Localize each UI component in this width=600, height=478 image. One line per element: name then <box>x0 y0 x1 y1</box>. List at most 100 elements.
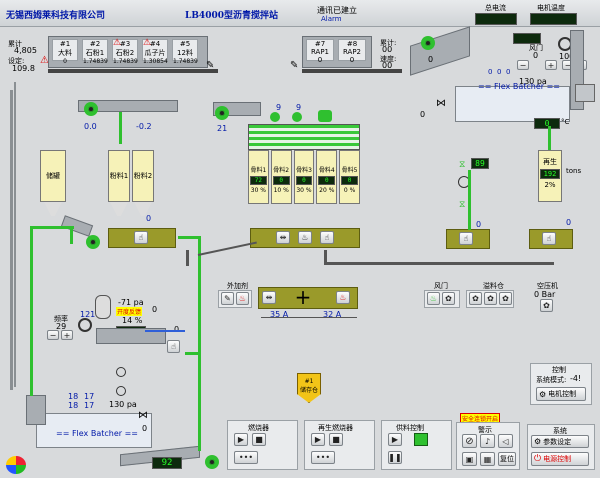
rap-bin-8[interactable]: #8 RAP2 0 <box>338 39 366 64</box>
valve-icon[interactable]: ⋈ <box>436 98 446 109</box>
supply-pause-button[interactable]: ❚❚ <box>388 451 402 464</box>
screen-motor-1[interactable] <box>270 112 280 122</box>
flame-value: 121 <box>80 310 96 319</box>
alarm-label[interactable]: Alarm <box>321 15 342 23</box>
motor-gear-icon[interactable]: ✹ <box>84 102 98 116</box>
alarm-speaker-button[interactable]: ◁ <box>498 434 513 448</box>
motor-control-button[interactable]: ⚙ 电机控制 <box>536 387 586 401</box>
valve-icon[interactable]: ⧖ <box>459 200 466 210</box>
hot-silo-1[interactable]: 骨料1 72 30 % <box>248 150 269 204</box>
vibrator-icon[interactable] <box>318 110 332 122</box>
windows-start-icon[interactable] <box>6 456 26 474</box>
freq-value: 29 <box>56 322 67 331</box>
hot-silo-5[interactable]: 骨料5 0 0 % <box>339 150 360 204</box>
settings-button[interactable]: ⚙ 参数设定 <box>531 435 589 448</box>
supply-start-button[interactable]: ▶ <box>388 433 402 446</box>
alarm-grid-button[interactable]: ▦ <box>480 452 495 466</box>
regen-stop-button[interactable]: ■ <box>329 433 343 446</box>
cold-bin-5[interactable]: #5 12料 1.74839 <box>172 39 198 65</box>
rap-belt <box>302 69 402 73</box>
rap-batcher-val-2: 0 <box>497 68 502 76</box>
burner-head <box>575 84 595 102</box>
burner-gate-button[interactable]: ☝ <box>167 340 180 353</box>
hopper-gate-button[interactable]: ☝ <box>542 232 556 245</box>
filler-silo-2[interactable]: 粉料2 <box>132 150 154 202</box>
green-pipe <box>548 126 551 150</box>
motor-gear-icon[interactable]: ✹ <box>86 235 100 249</box>
green-pipe <box>185 352 201 355</box>
burner-fan-icon[interactable] <box>78 318 92 332</box>
overflow-button-1[interactable]: ✿ <box>469 292 482 305</box>
hot-silo-4[interactable]: 骨料4 0 20 % <box>316 150 338 204</box>
cold-bin-2[interactable]: #2 石粉1 1.74839 <box>82 39 108 65</box>
chute-line <box>324 262 554 265</box>
green-pipe <box>468 170 471 230</box>
storage-silo-1[interactable]: #1 储存仓 <box>297 373 321 403</box>
cold-bin-1[interactable]: #1 大料 0 <box>52 39 78 65</box>
rap-accum-value: 00 <box>382 45 393 54</box>
damper-fan-button[interactable]: ✿ <box>442 292 455 305</box>
cold-bin-3[interactable]: #3 石粉2 1.74839 <box>112 39 138 65</box>
burner-stop-button[interactable]: ■ <box>252 433 266 446</box>
damper-fire-button[interactable]: ♨ <box>427 292 440 305</box>
accum-label: 累计 <box>8 40 22 48</box>
plant-title: LB4000型沥青搅拌站 <box>185 11 278 21</box>
dust-val-3: 21 <box>217 124 228 133</box>
freq-plus-button[interactable]: + <box>61 330 73 340</box>
overflow-button-2[interactable]: ✿ <box>484 292 497 305</box>
wand-icon[interactable]: ✎ <box>206 60 215 71</box>
burner-zero-a: 0 <box>152 305 158 314</box>
screen-motor-2[interactable] <box>292 112 302 122</box>
additive-edit-button[interactable]: ✎ <box>221 292 234 305</box>
motor-gear-icon[interactable]: ✹ <box>205 455 219 469</box>
wand-icon[interactable]: ✎ <box>290 60 299 71</box>
damper-plus-button[interactable]: + <box>545 60 557 70</box>
valve-icon[interactable]: ⧖ <box>459 160 466 170</box>
mixer-split-button[interactable]: ⇹ <box>262 291 276 304</box>
hopper-gate-button[interactable]: ☝ <box>320 231 334 244</box>
hot-silo-3[interactable]: 骨料3 0 30 % <box>293 150 315 204</box>
green-pipe <box>178 236 201 239</box>
rap-bin-row: #7 RAP1 0 #8 RAP2 0 <box>306 39 366 64</box>
gear-icon: ⚙ <box>534 437 542 446</box>
accum-value: 4,805 <box>14 46 37 55</box>
valve-icon[interactable]: ⋈ <box>138 410 148 421</box>
overflow-button-3[interactable]: ✿ <box>499 292 512 305</box>
asphalt-zero: 0 <box>476 220 482 229</box>
hopper-fire-button[interactable]: ♨ <box>298 231 312 244</box>
cold-bin-4[interactable]: #4 瓜子片 1.30854 <box>142 39 168 65</box>
rap-accum-label: 累计: <box>380 39 397 47</box>
rap-bin-7[interactable]: #7 RAP1 0 <box>306 39 334 64</box>
filler-pipe <box>119 112 122 144</box>
storage-silo[interactable]: 储罐 <box>40 150 66 202</box>
regen-more-button[interactable]: ••• <box>311 451 335 464</box>
damper-label: 风门 <box>529 44 543 52</box>
filler-silo-1[interactable]: 粉料1 <box>108 150 130 202</box>
additive-fire-button[interactable]: ♨ <box>236 292 249 305</box>
burner-panel-label: 燃烧器 <box>248 424 269 432</box>
alarm-bell-button[interactable]: ♪ <box>480 434 495 448</box>
mixer-current-left: 35 A <box>270 310 289 319</box>
power-button[interactable]: ⏻ 电源控制 <box>531 452 589 466</box>
motor-gear-icon[interactable]: ✹ <box>215 106 229 120</box>
burner-more-button[interactable]: ••• <box>234 451 258 464</box>
mixer-fire-button[interactable]: ♨ <box>336 291 350 304</box>
hopper-gate-button[interactable]: ☝ <box>459 232 473 245</box>
power-icon: ⏻ <box>534 454 542 464</box>
warning-icon: ⚠ <box>113 38 122 48</box>
reset-button[interactable]: 复位 <box>498 452 516 466</box>
freq-minus-button[interactable]: − <box>47 330 59 340</box>
alarm-mute-button[interactable]: ⊘ <box>462 434 477 448</box>
burner-start-button[interactable]: ▶ <box>234 433 248 446</box>
regen-start-button[interactable]: ▶ <box>311 433 325 446</box>
comm-status: 通讯已建立 <box>317 6 357 15</box>
hopper-gate-button[interactable]: ☝ <box>134 231 148 244</box>
air-compressor-button[interactable]: ✿ <box>540 299 553 312</box>
damper-minus-button[interactable]: − <box>517 60 529 70</box>
mixer-body[interactable] <box>258 287 358 309</box>
hopper-split-button[interactable]: ⇹ <box>276 231 290 244</box>
alarm-log-button[interactable]: ▣ <box>462 452 477 466</box>
recycle-silo[interactable]: 再生 192 2% <box>538 150 562 202</box>
motor-gear-icon[interactable]: ✹ <box>421 36 435 50</box>
hot-silo-2[interactable]: 骨料2 0 10 % <box>270 150 292 204</box>
